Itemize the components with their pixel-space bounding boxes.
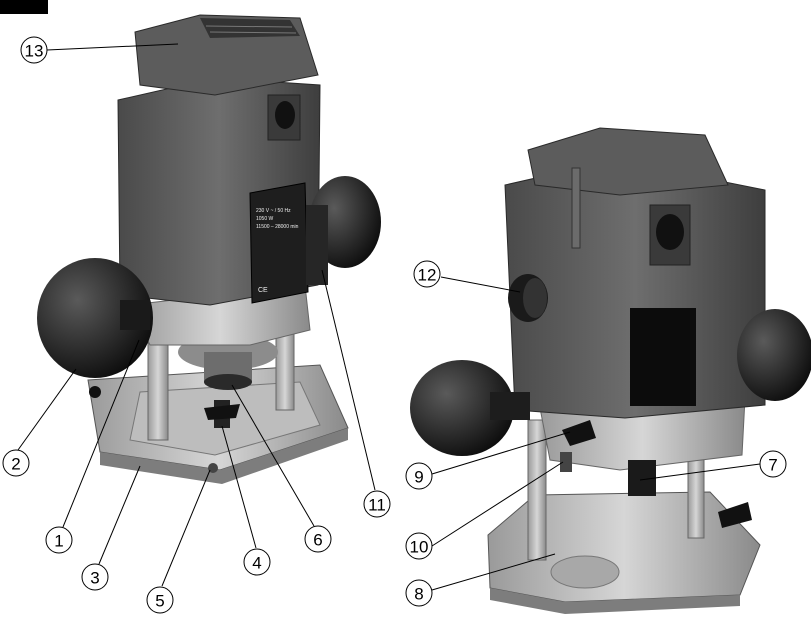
callout-circle-10 [405,532,433,560]
speed-dial [508,274,548,322]
corner-tab [0,0,48,14]
leader-line-3 [98,465,141,565]
callout-circle-8 [405,579,433,607]
callout-label-7: 7 [768,456,777,475]
callout-label-2: 2 [11,455,20,474]
callout-circle-7 [759,450,787,478]
callout-circle-2 [2,449,30,477]
top-cap-right [527,127,729,196]
callout-circle-4 [243,548,271,576]
rating-plate-line1: 230 V ~ / 50 Hz [256,208,291,214]
handle-knob-rear-right [737,309,811,401]
callout-label-11: 11 [368,496,386,515]
callout-circle-6 [304,525,332,553]
callout-label-5: 5 [155,592,164,611]
leader-line-6 [231,384,315,527]
leader-line-7 [639,463,761,481]
callout-label-6: 6 [313,531,322,550]
callout-label-3: 3 [90,569,99,588]
leader-line-10 [431,461,564,547]
router-rear-view [410,127,811,614]
callout-circle-11 [363,490,391,518]
leader-line-5 [161,469,211,587]
rating-plate: 230 V ~ / 50 Hz 1050 W 11500 – 28000 min… [249,182,309,304]
handle-knob-left [37,258,153,378]
rating-plate-line2: 1050 W [256,216,274,222]
callout-circle-13 [20,36,48,64]
leader-line-4 [221,425,257,549]
leader-line-11 [321,269,376,491]
leader-line-9 [431,431,571,475]
callout-circle-1 [45,526,73,554]
leader-line-13 [46,43,179,51]
callout-label-12: 12 [418,266,437,285]
leader-line-1 [62,339,140,528]
callout-label-1: 1 [54,532,63,551]
callout-label-9: 9 [414,468,423,487]
leader-line-8 [431,553,556,591]
callout-circle-5 [146,586,174,614]
ce-mark: CE [258,287,268,294]
callout-circle-9 [405,462,433,490]
leader-line-2 [17,368,77,451]
callout-circle-12 [413,260,441,288]
guide-column-left [147,329,169,441]
callout-label-4: 4 [252,554,261,573]
callout-circle-3 [81,563,109,591]
callout-label-10: 10 [410,538,429,557]
callout-label-13: 13 [25,42,44,61]
leader-line-12 [440,276,521,293]
callout-label-8: 8 [414,585,423,604]
handle-knob-rear-left [410,360,514,456]
rating-plate-line3: 11500 – 28000 min [256,224,299,230]
router-front-view: 230 V ~ / 50 Hz 1050 W 11500 – 28000 min… [37,14,381,484]
